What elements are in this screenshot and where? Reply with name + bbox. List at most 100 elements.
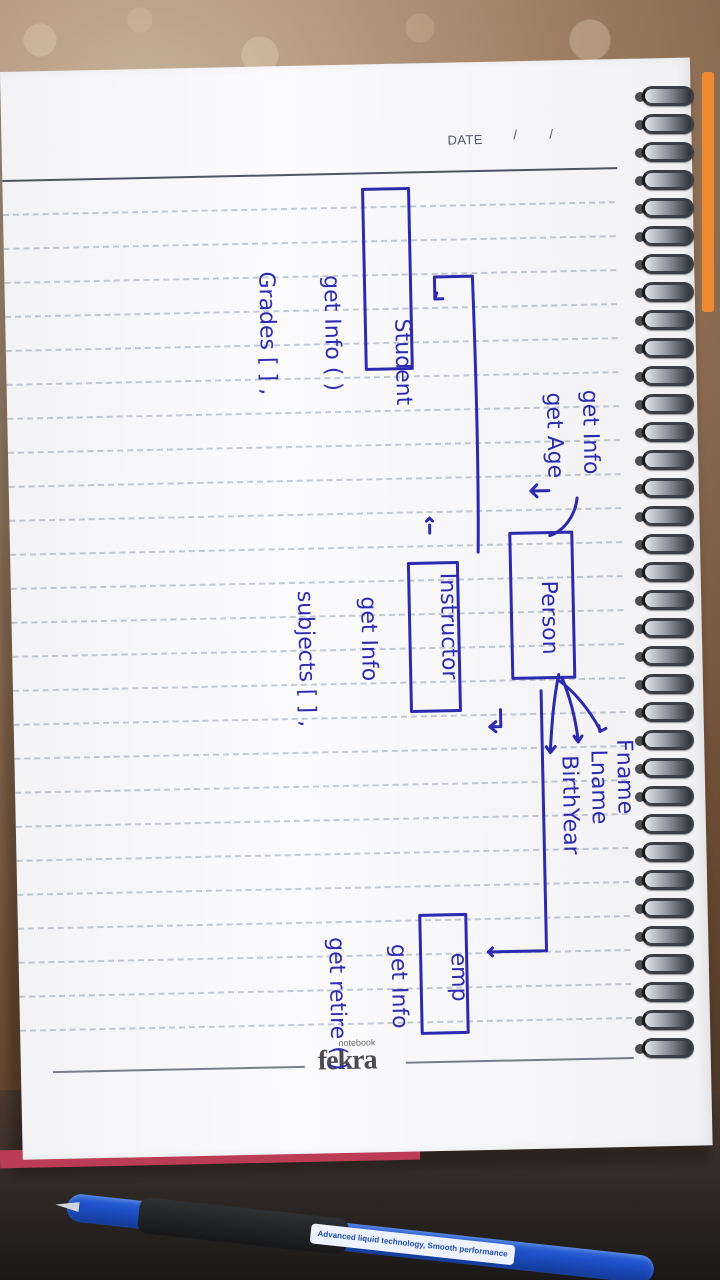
spiral-coil xyxy=(642,590,694,610)
spiral-coil xyxy=(642,562,694,582)
get-info-curve xyxy=(548,496,579,538)
student-label: Student xyxy=(389,318,416,405)
spiral-coil xyxy=(642,310,694,330)
binding-hole xyxy=(635,232,645,242)
spiral-coil xyxy=(642,534,694,554)
binding-hole xyxy=(635,764,645,774)
spiral-coil xyxy=(642,450,694,470)
spiral-coil xyxy=(642,114,694,134)
instructor-subjects: subjects [ ] , xyxy=(292,590,320,727)
lname-arrow xyxy=(572,734,584,744)
binding-hole xyxy=(635,596,645,606)
student-get-info: get Info ( ) xyxy=(318,275,345,391)
binding-hole xyxy=(635,176,645,186)
binding-hole xyxy=(635,904,645,914)
emp-label: emp xyxy=(446,952,472,1001)
spiral-coil xyxy=(642,926,694,946)
binding-hole xyxy=(635,652,645,662)
binding-hole xyxy=(635,512,645,522)
person-to-emp-line xyxy=(487,689,549,954)
binding-hole xyxy=(635,988,645,998)
emp-get-retire: get retire ( ) xyxy=(323,937,351,1071)
spiral-coil xyxy=(642,422,694,442)
binding-hole xyxy=(635,792,645,802)
spiral-coil xyxy=(642,674,694,694)
binding-hole xyxy=(635,1044,645,1054)
spiral-coil xyxy=(642,618,694,638)
spiral-coil xyxy=(642,786,694,806)
birthyear-label: BirthYear xyxy=(556,755,583,856)
person-to-lname-line xyxy=(560,675,580,742)
spiral-coil xyxy=(642,198,694,218)
spiral-coil xyxy=(642,954,694,974)
person-to-instructor-line xyxy=(488,708,503,729)
spiral-coil xyxy=(642,338,694,358)
binding-hole xyxy=(635,540,645,550)
birthyear-arrow xyxy=(544,745,557,755)
notebook-page: DATE / / notebook fekra xyxy=(0,57,713,1160)
spiral-coil xyxy=(642,170,694,190)
binding-hole xyxy=(635,400,645,410)
spiral-coil xyxy=(642,702,694,722)
get-age-arrow xyxy=(529,483,539,499)
person-to-student-line xyxy=(432,274,480,554)
orange-page-tab xyxy=(702,72,714,312)
binding-hole xyxy=(635,932,645,942)
spiral-coil xyxy=(642,898,694,918)
spiral-coil xyxy=(642,394,694,414)
fname-arrow xyxy=(597,724,608,734)
binding-hole xyxy=(635,92,645,102)
student-grades: Grades [ ] , xyxy=(253,271,281,395)
spiral-coil xyxy=(642,730,694,750)
binding-hole xyxy=(635,568,645,578)
spiral-coil xyxy=(642,1038,694,1058)
spiral-coil xyxy=(642,1010,694,1030)
emp-box xyxy=(418,912,470,1035)
person-box xyxy=(508,530,577,680)
binding-hole xyxy=(635,484,645,494)
spiral-coil xyxy=(642,870,694,890)
diagram-svg: Student get Info ( ) Grades [ ] , get In… xyxy=(253,186,638,1071)
binding-hole xyxy=(635,848,645,858)
binding-hole xyxy=(635,260,645,270)
binding-hole xyxy=(635,456,645,466)
spiral-coil xyxy=(642,842,694,862)
instructor-top-arrow xyxy=(425,516,434,523)
binding-hole xyxy=(635,960,645,970)
binding-hole xyxy=(635,680,645,690)
lname-label: Lname xyxy=(585,749,612,824)
spiral-coil xyxy=(642,982,694,1002)
spiral-coil xyxy=(642,506,694,526)
instructor-arrow xyxy=(488,720,498,734)
emp-arrow xyxy=(487,946,495,958)
spiral-coil xyxy=(642,646,694,666)
binding-hole xyxy=(635,372,645,382)
spiral-coil xyxy=(642,478,694,498)
binding-hole xyxy=(635,820,645,830)
spiral-coil xyxy=(642,86,694,106)
get-age-label: get Age xyxy=(541,392,568,478)
binding-hole xyxy=(635,120,645,130)
spiral-coil xyxy=(642,142,694,162)
binding-hole xyxy=(635,316,645,326)
fname-label: Fname xyxy=(611,739,638,815)
student-arrow xyxy=(433,291,445,301)
binding-hole xyxy=(635,204,645,214)
binding-hole xyxy=(635,736,645,746)
binding-hole xyxy=(635,344,645,354)
emp-get-info: get Info xyxy=(385,944,412,1029)
spiral-coil xyxy=(642,226,694,246)
binding-hole xyxy=(635,876,645,886)
binding-hole xyxy=(635,624,645,634)
instructor-label: Instructor xyxy=(435,572,462,680)
handwritten-diagram: Student get Info ( ) Grades [ ] , get In… xyxy=(0,58,713,1160)
spiral-binding xyxy=(635,86,694,1066)
binding-hole xyxy=(635,708,645,718)
spiral-coil xyxy=(642,254,694,274)
spiral-coil xyxy=(642,282,694,302)
binding-hole xyxy=(635,148,645,158)
student-box xyxy=(361,186,414,371)
spiral-coil xyxy=(642,758,694,778)
binding-hole xyxy=(635,1016,645,1026)
binding-hole xyxy=(635,428,645,438)
